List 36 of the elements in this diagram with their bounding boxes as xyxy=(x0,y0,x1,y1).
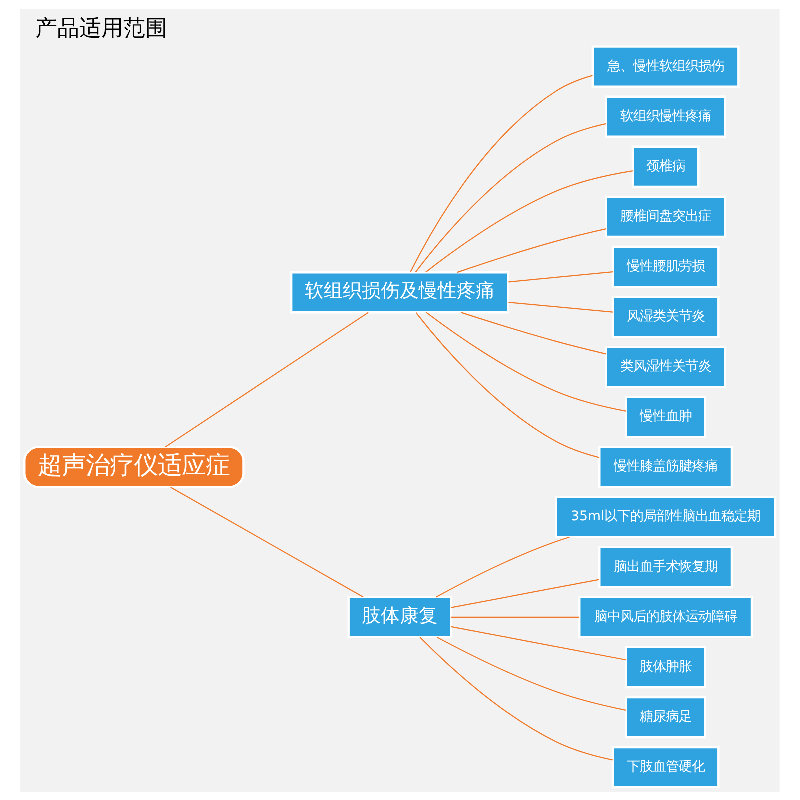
node-box: 肢体康复 xyxy=(348,596,452,638)
connector xyxy=(410,74,593,272)
connector xyxy=(508,271,614,282)
connector xyxy=(170,486,364,598)
connector xyxy=(461,312,606,354)
node-box: 脑中风后的肢体运动障碍 xyxy=(578,596,754,638)
node-box: 慢性腰肌劳损 xyxy=(612,245,720,288)
connector xyxy=(436,536,570,598)
node-box: 脑出血手术恢复期 xyxy=(598,546,734,588)
node-box: 急、慢性软组织损伤 xyxy=(592,45,740,88)
node-box: 类风湿性关节炎 xyxy=(605,346,726,388)
node-box: 超声治疗仪适应症 xyxy=(24,446,245,488)
node-box: 慢性膝盖筋腱疼痛 xyxy=(598,446,734,488)
connector xyxy=(416,312,600,458)
connector xyxy=(457,228,606,273)
connector xyxy=(426,170,634,272)
diagram-title: 产品适用范围 xyxy=(35,15,168,42)
connector xyxy=(426,312,626,412)
node-box: 软组织损伤及慢性疼痛 xyxy=(290,270,510,314)
connector xyxy=(451,626,626,660)
connector xyxy=(508,302,614,312)
connector xyxy=(165,312,369,448)
connector xyxy=(420,636,613,760)
node-box: 糖尿病足 xyxy=(625,696,706,738)
connector xyxy=(451,616,580,618)
connector xyxy=(436,636,626,710)
node-box: 35ml以下的局部性脑出血稳定期 xyxy=(555,496,776,538)
node-box: 慢性血肿 xyxy=(625,396,706,438)
connector xyxy=(451,578,600,608)
node-box: 颈椎病 xyxy=(632,145,700,188)
node-box: 下肢血管硬化 xyxy=(612,746,720,788)
connector xyxy=(415,122,606,272)
node-box: 软组织慢性疼痛 xyxy=(605,95,726,138)
node-box: 腰椎间盘突出症 xyxy=(605,195,726,238)
node-box: 风湿类关节炎 xyxy=(612,295,720,338)
node-box: 肢体肿胀 xyxy=(625,646,706,688)
